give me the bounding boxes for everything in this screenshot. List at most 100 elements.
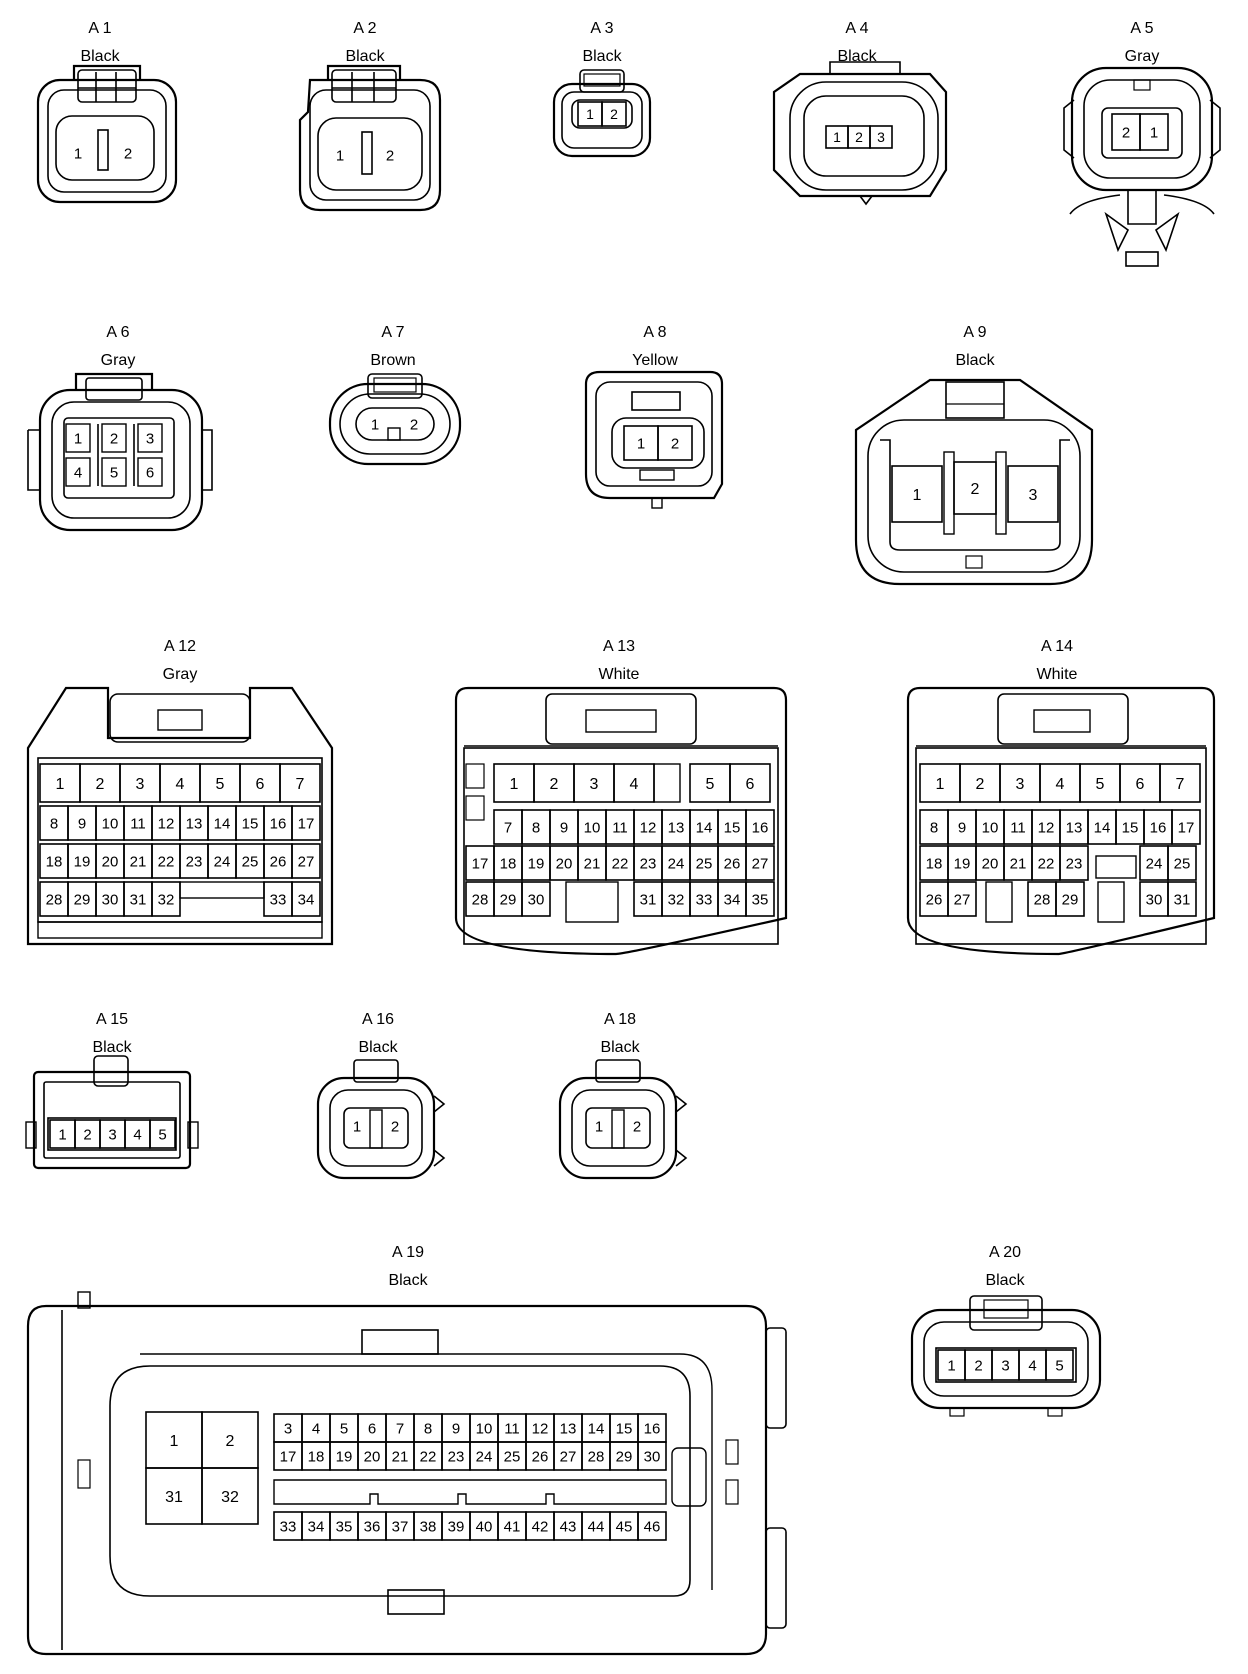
pin-number: 23 (186, 853, 203, 870)
connector-id-label: A 2 (353, 20, 377, 37)
pin-number: 14 (214, 815, 231, 832)
pin-number: 9 (560, 819, 568, 836)
pin-number: 12 (532, 1420, 549, 1437)
pin-number: 18 (500, 855, 517, 872)
pin-number: 35 (752, 891, 769, 908)
pin-number: 1 (913, 487, 922, 504)
connector-color-label: Black (388, 1272, 428, 1289)
pin-number: 3 (284, 1420, 292, 1437)
pin-number: 30 (1146, 891, 1163, 908)
pin-number: 33 (270, 891, 287, 908)
pin-number: 22 (420, 1448, 437, 1465)
pin-number: 10 (102, 815, 119, 832)
pin-number: 16 (1150, 819, 1167, 836)
pin-number: 4 (74, 464, 82, 481)
pin-number: 14 (588, 1420, 605, 1437)
connector-id-label: A 13 (602, 638, 636, 655)
pin-number: 2 (110, 430, 118, 447)
pin-number: 5 (1055, 1357, 1063, 1374)
pin-number: 2 (83, 1126, 91, 1143)
pin-number: 17 (472, 855, 489, 872)
pin-number: 17 (280, 1448, 297, 1465)
pin-number: 14 (1094, 819, 1111, 836)
pin-number: 3 (1029, 487, 1038, 504)
pin-number: 36 (364, 1518, 381, 1535)
pin-number: 2 (410, 416, 418, 433)
pin-number: 24 (476, 1448, 493, 1465)
connector-id-label: A 3 (590, 20, 614, 37)
connector-color-label: Gray (100, 352, 136, 369)
pin-number: 27 (752, 855, 769, 872)
pin-number: 28 (46, 891, 63, 908)
pin-number: 6 (1136, 776, 1145, 793)
connector-color-label: White (1036, 666, 1078, 683)
pin-number: 1 (371, 416, 379, 433)
pin-number: 23 (640, 855, 657, 872)
pin-number: 17 (1178, 819, 1195, 836)
pin-number: 9 (452, 1420, 460, 1437)
pin-number: 1 (833, 129, 841, 145)
pin-number: 1 (336, 147, 344, 164)
pin-number: 4 (630, 776, 639, 793)
pin-number: 1 (74, 145, 82, 162)
pin-number: 32 (668, 891, 685, 908)
connector-color-label: Black (582, 48, 622, 65)
pin-number: 28 (588, 1448, 605, 1465)
pin-number: 46 (644, 1518, 661, 1535)
pin-number: 15 (724, 819, 741, 836)
connector-id-label: A 1 (88, 20, 112, 37)
pin-number: 40 (476, 1518, 493, 1535)
connector-color-label: Black (955, 352, 995, 369)
pin-number: 15 (616, 1420, 633, 1437)
pin-number: 24 (1146, 855, 1163, 872)
pin-number: 1 (936, 776, 945, 793)
pin-number: 10 (982, 819, 999, 836)
pin-number: 33 (696, 891, 713, 908)
connector-id-label: A 5 (1130, 20, 1154, 37)
pin-number: 7 (504, 819, 512, 836)
pin-number: 26 (724, 855, 741, 872)
pin-number: 30 (644, 1448, 661, 1465)
pin-number: 2 (971, 481, 980, 498)
pin-number: 2 (226, 1433, 235, 1450)
connector-id-label: A 19 (391, 1244, 425, 1261)
pin-number: 32 (158, 891, 175, 908)
pin-number: 37 (392, 1518, 409, 1535)
pin-number: 26 (926, 891, 943, 908)
pin-number: 4 (1056, 776, 1065, 793)
pin-number: 21 (584, 855, 601, 872)
pin-number: 43 (560, 1518, 577, 1535)
connector-id-label: A 18 (603, 1011, 637, 1028)
pin-number: 8 (532, 819, 540, 836)
pin-number: 18 (308, 1448, 325, 1465)
pin-number: 2 (671, 435, 679, 452)
pin-number: 2 (855, 129, 863, 145)
pin-number: 1 (510, 776, 519, 793)
pin-number: 6 (746, 776, 755, 793)
pin-number: 8 (50, 815, 58, 832)
pin-number: 7 (396, 1420, 404, 1437)
pin-number: 2 (550, 776, 559, 793)
pin-number: 2 (633, 1118, 641, 1135)
pin-number: 2 (391, 1118, 399, 1135)
pin-number: 22 (158, 853, 175, 870)
pin-number: 3 (146, 430, 154, 447)
connector-color-label: Black (600, 1039, 640, 1056)
pin-number: 31 (130, 891, 147, 908)
connector-color-label: White (598, 666, 640, 683)
connector-id-label: A 6 (106, 324, 130, 341)
pin-number: 28 (472, 891, 489, 908)
pin-number: 22 (612, 855, 629, 872)
pin-number: 2 (1122, 124, 1130, 141)
pin-number: 3 (590, 776, 599, 793)
pin-number: 21 (130, 853, 147, 870)
pin-number: 20 (556, 855, 573, 872)
connector-color-label: Yellow (632, 352, 678, 369)
pin-number: 45 (616, 1518, 633, 1535)
